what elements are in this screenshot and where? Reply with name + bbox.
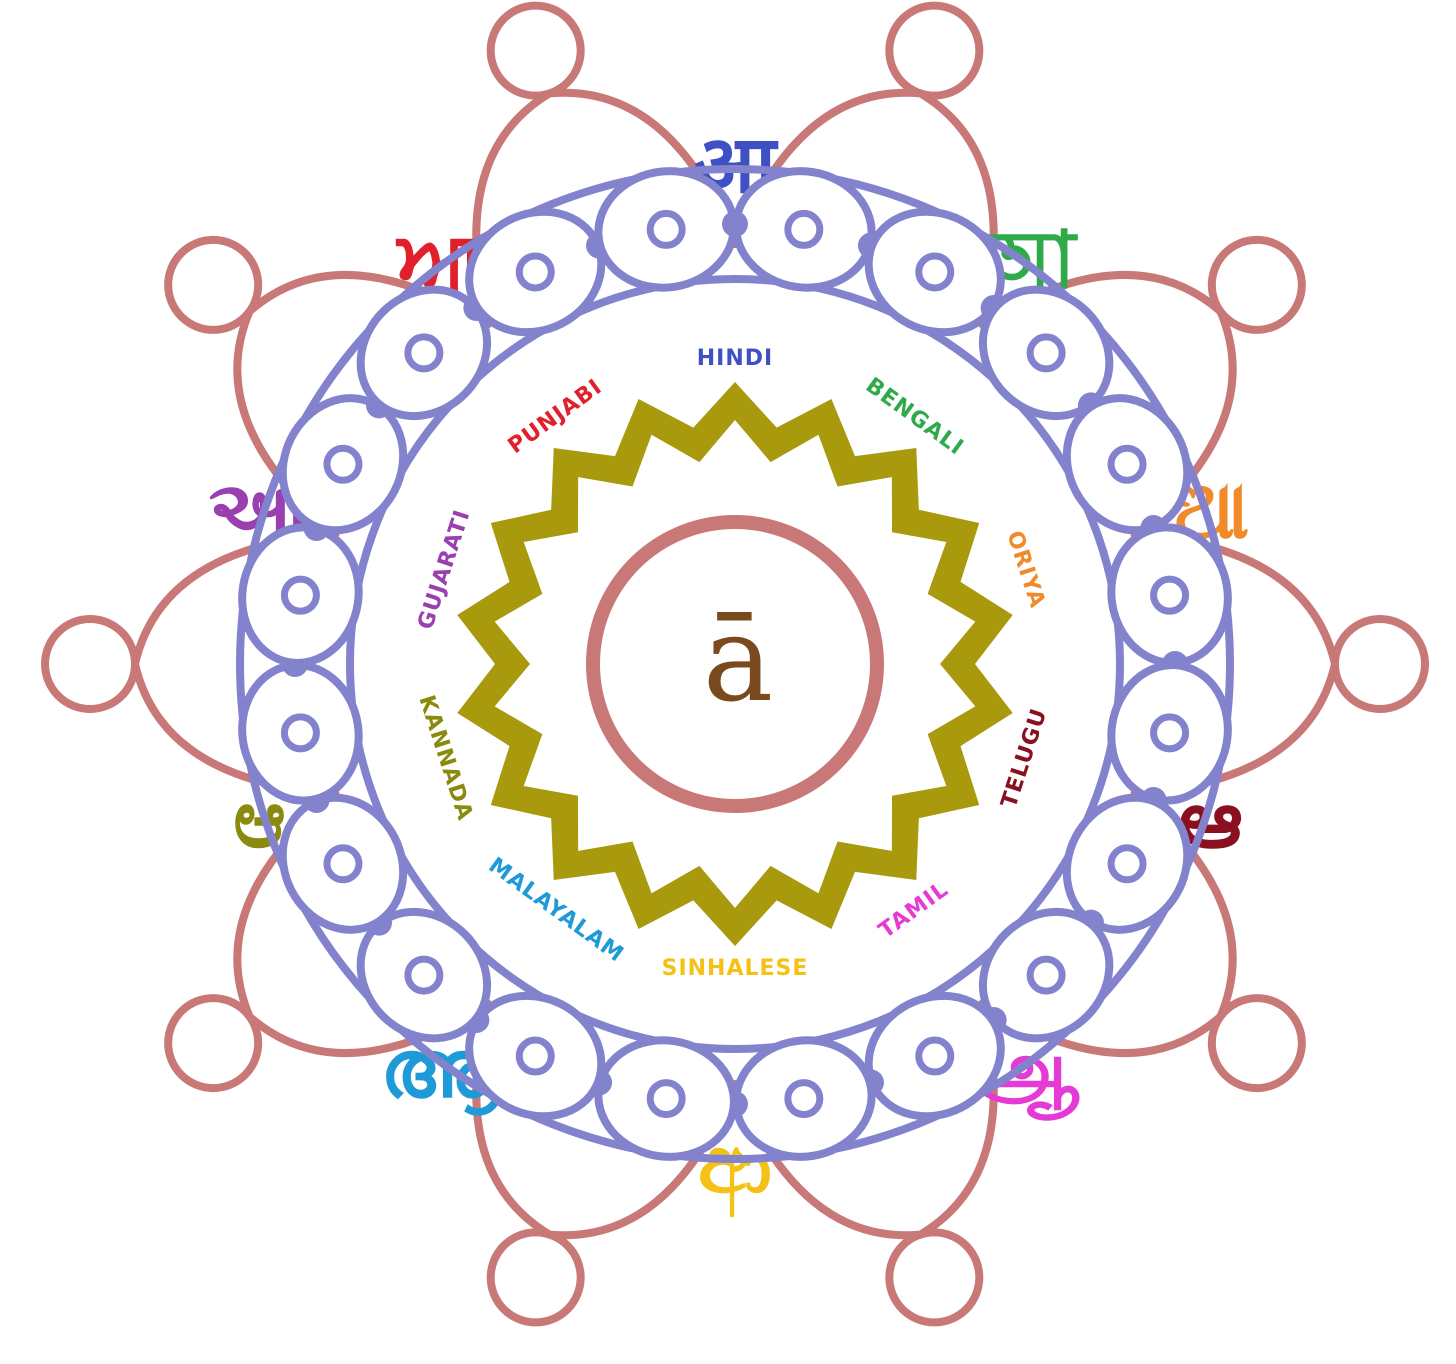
language-label: BENGALI — [861, 373, 968, 461]
language-label: PUNJABI — [504, 375, 607, 460]
center-medallion: ā — [593, 522, 877, 806]
language-label: TAMIL — [875, 877, 954, 944]
language-label: TELUGU — [997, 705, 1053, 811]
bead-knot — [722, 211, 748, 237]
petal-loop — [168, 998, 258, 1088]
petal-loop — [1212, 240, 1302, 330]
language-label: SINHALESE — [662, 956, 809, 981]
language-label: HINDI — [697, 346, 773, 371]
petal-loop — [1212, 998, 1302, 1088]
petal-loop — [889, 1232, 979, 1322]
center-letter: ā — [703, 590, 773, 728]
petal-loop — [889, 6, 979, 96]
petal-loop — [491, 6, 581, 96]
petal-loop — [491, 1232, 581, 1322]
petal-loop — [1335, 619, 1425, 709]
petal-loop — [168, 240, 258, 330]
language-label: ORIYA — [1001, 528, 1049, 612]
petal-loop — [45, 619, 135, 709]
